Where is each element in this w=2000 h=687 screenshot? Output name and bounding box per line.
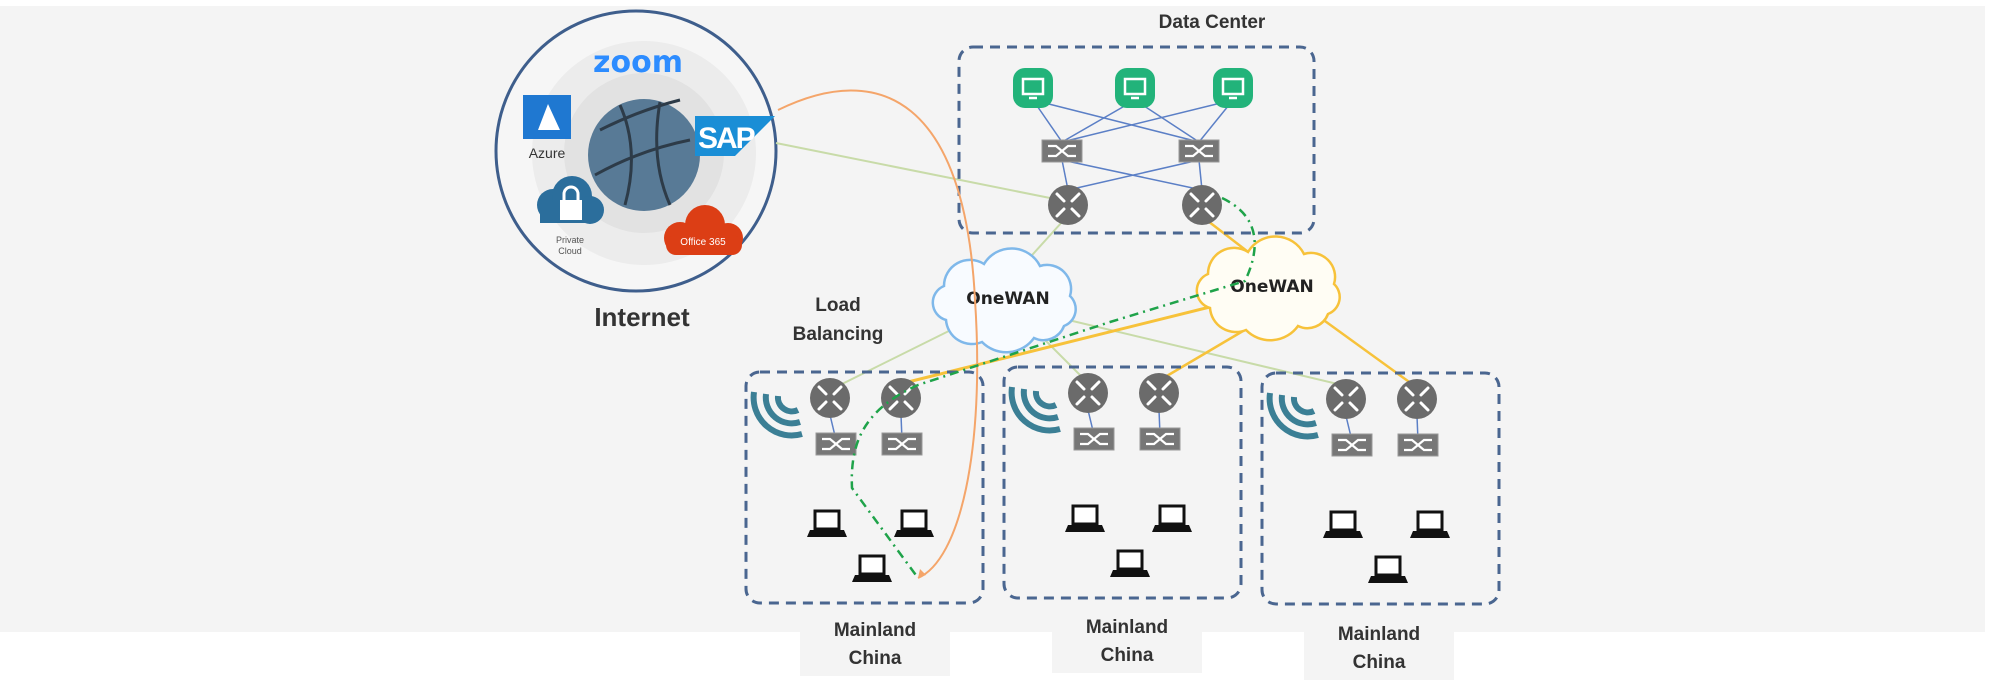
branch-label-1: Mainland China — [800, 615, 950, 676]
svg-text:Cloud: Cloud — [558, 246, 582, 256]
internet-cluster: zoom Azure SAP Private Cloud Office 365 — [494, 9, 778, 293]
svg-text:Mainland: Mainland — [834, 620, 916, 641]
server-icon — [1211, 66, 1255, 110]
switch-icon — [1177, 138, 1221, 164]
svg-text:China: China — [1353, 652, 1406, 673]
private-cloud-icon: Private Cloud — [537, 176, 604, 256]
svg-text:SAP: SAP — [698, 122, 755, 155]
branch-label-2: Mainland China — [1052, 612, 1202, 673]
branch-label-3: Mainland China — [1304, 619, 1454, 680]
branch-site-1 — [744, 370, 985, 605]
svg-text:China: China — [1101, 645, 1154, 666]
server-icon — [1011, 66, 1055, 110]
router-icon — [879, 376, 923, 420]
zoom-logo: zoom — [593, 45, 683, 80]
office365-logo: Office 365 — [664, 205, 743, 255]
azure-logo: Azure — [523, 95, 571, 161]
switch-icon — [880, 431, 924, 457]
load-balancing-label: Load — [815, 295, 860, 316]
dc-access-path — [850, 196, 1256, 579]
internet-label: Internet — [594, 302, 690, 332]
svg-text:Office 365: Office 365 — [680, 237, 726, 248]
link-onewan2-branch1 — [903, 302, 1223, 385]
onewan-cloud-2: OneWAN — [1195, 235, 1341, 342]
data-center-label: Data Center — [1159, 12, 1266, 33]
svg-text:Mainland: Mainland — [1338, 624, 1420, 645]
link-onewan1-branch1 — [839, 320, 970, 386]
load-balancing-label: Balancing — [793, 324, 884, 345]
svg-text:Azure: Azure — [529, 145, 566, 161]
svg-text:OneWAN: OneWAN — [966, 289, 1049, 309]
link-sap-dc — [775, 142, 1061, 201]
svg-text:Mainland: Mainland — [1086, 617, 1168, 638]
orange-arrowhead — [918, 569, 926, 578]
server-icon — [1113, 66, 1157, 110]
link-onewan1-branch3 — [1059, 317, 1347, 387]
svg-text:OneWAN: OneWAN — [1230, 277, 1313, 297]
svg-text:China: China — [849, 648, 902, 669]
onewan-cloud-1: OneWAN — [931, 247, 1077, 354]
router-icon — [1046, 183, 1090, 227]
svg-text:Private: Private — [556, 235, 584, 245]
sap-logo: SAP — [695, 116, 775, 156]
switch-icon — [1040, 138, 1084, 164]
switch-icon — [814, 431, 858, 457]
data-center-box — [957, 45, 1316, 235]
router-icon — [1180, 183, 1224, 227]
router-icon — [808, 376, 852, 420]
globe-icon — [588, 98, 700, 211]
internet-breakout-path — [777, 89, 979, 579]
